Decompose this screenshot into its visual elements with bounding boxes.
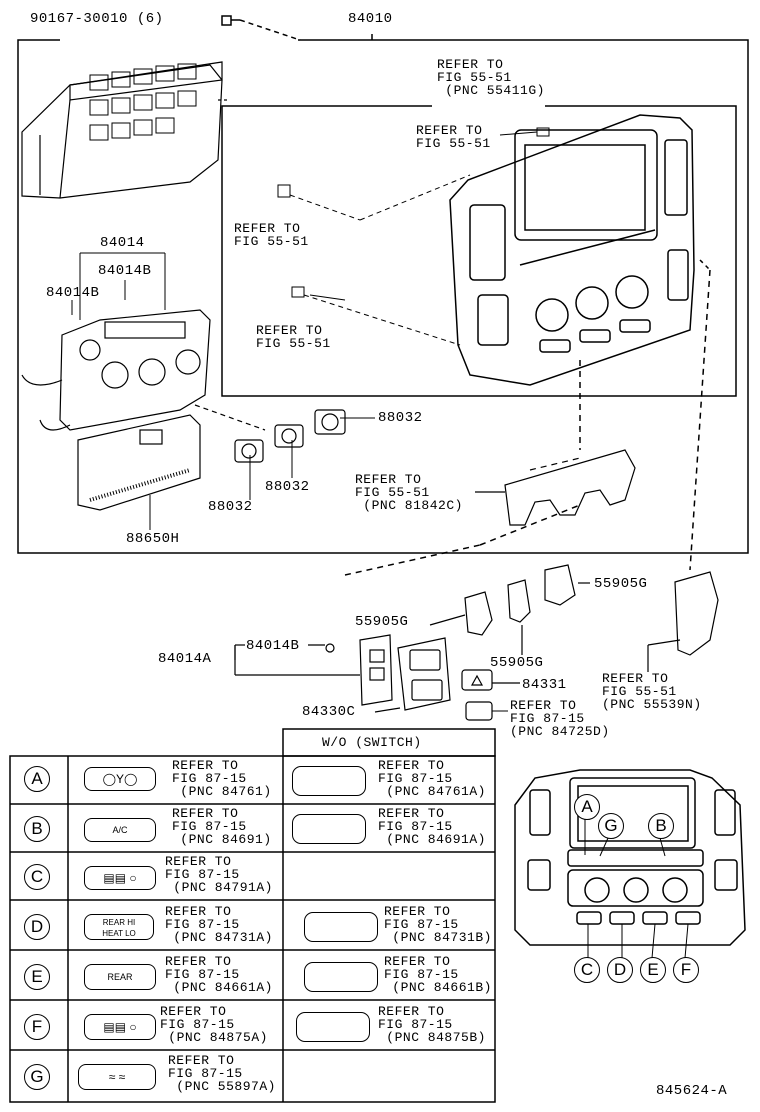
knob-55905g (429, 564, 590, 655)
key-panel (514, 769, 746, 959)
row-letter: F (24, 1014, 50, 1040)
label-84010: 84010 (348, 11, 393, 27)
blank-switch (292, 814, 366, 844)
panel-frame (221, 105, 737, 397)
refer-note: REFER TO FIG 55-51 (PNC 81842C) (355, 472, 463, 513)
refer-note: REFER TO FIG 87-15 (PNC 84691A) (378, 806, 486, 847)
bezel-panel (449, 114, 695, 386)
switch-assy-84330c (234, 634, 451, 713)
key-letter: D (607, 957, 633, 983)
ac-switch-icon: A/C (84, 818, 156, 842)
blank-switch (292, 766, 366, 796)
table-header: W/O (SWITCH) (322, 735, 422, 750)
label-55905g: 55905G (594, 576, 648, 592)
label-84014: 84014 (100, 235, 145, 251)
refer-note: REFER TO FIG 87-15 (PNC 84875A) (160, 1004, 268, 1045)
refer-note: REFER TO FIG 55-51 (PNC 55411G) (437, 57, 545, 98)
rear-switch-icon: REAR (84, 964, 156, 990)
knob-bezel (475, 449, 636, 526)
label-88032: 88032 (265, 479, 310, 495)
refer-note: REFER TO FIG 87-15 (PNC 84875B) (378, 1004, 486, 1045)
row-letter: C (24, 864, 50, 890)
switch-icon: ◯Υ◯ (84, 767, 156, 791)
key-letter: G (598, 813, 624, 839)
refer-note: REFER TO FIG 87-15 (PNC 84661A) (165, 954, 273, 995)
key-letter: C (574, 957, 600, 983)
front-defog-switch-icon: ▤▤ ○ (84, 1014, 156, 1040)
switch-84331 (461, 669, 520, 691)
blank-switch (304, 962, 378, 992)
screw-icon (221, 15, 301, 41)
label-55905g: 55905G (355, 614, 409, 630)
seat-heater-switch-icon: ≈ ≈ (78, 1064, 156, 1090)
label-84330c: 84330C (302, 704, 356, 720)
blank-switch (304, 912, 378, 942)
label-84014b: 84014B (98, 263, 152, 279)
label-84014a: 84014A (158, 651, 212, 667)
assembly-frame (17, 39, 749, 554)
refer-note: REFER TO FIG 55-51 (416, 123, 491, 151)
label-84014b: 84014B (46, 285, 100, 301)
switch-88032 (234, 409, 346, 463)
refer-note: REFER TO FIG 87-15 (PNC 84731A) (165, 904, 273, 945)
label-84014b: 84014B (246, 638, 300, 654)
refer-note: REFER TO FIG 55-51 (PNC 55539N) (602, 671, 702, 712)
refer-note: REFER TO FIG 55-51 (234, 221, 309, 249)
label-screw: 90167-30010 (6) (30, 11, 164, 27)
label-leaders (71, 252, 375, 530)
refer-note: REFER TO FIG 87-15 (PNC 84731B) (384, 904, 492, 945)
label-88032: 88032 (378, 410, 423, 426)
clips (277, 127, 550, 346)
refer-note: REFER TO FIG 87-15 (PNC 55897A) (168, 1053, 276, 1094)
blank-84725d (465, 701, 493, 721)
key-letter: B (648, 813, 674, 839)
refer-note: REFER TO FIG 87-15 (PNC 84691) (172, 806, 272, 847)
display-unit (77, 414, 201, 511)
refer-note: REFER TO FIG 87-15 (PNC 84725D) (510, 698, 610, 739)
refer-note: REFER TO FIG 87-15 (PNC 84761) (172, 758, 272, 799)
key-letter: E (640, 957, 666, 983)
figure-code: 845624-A (656, 1083, 728, 1099)
label-88032: 88032 (208, 499, 253, 515)
key-letter: F (673, 957, 699, 983)
control-board (21, 309, 266, 431)
refer-note: REFER TO FIG 55-51 (256, 323, 331, 351)
switch-table (9, 728, 496, 1103)
side-cover (647, 571, 719, 672)
row-letter: B (24, 816, 50, 842)
refer-note: REFER TO FIG 87-15 (PNC 84761A) (378, 758, 486, 799)
rear-defog-switch-icon: ▤▤ ○ (84, 866, 156, 890)
label-88650h: 88650H (126, 531, 180, 547)
row-letter: G (24, 1064, 50, 1090)
key-letter: A (574, 794, 600, 820)
label-55905g: 55905G (490, 655, 544, 671)
rear-heater-switch-icon: REAR HI HEAT LO (84, 914, 154, 940)
control-housing (21, 61, 230, 199)
row-letter: A (24, 766, 50, 792)
refer-note: REFER TO FIG 87-15 (PNC 84661B) (384, 954, 492, 995)
row-letter: D (24, 914, 50, 940)
refer-note: REFER TO FIG 87-15 (PNC 84791A) (165, 854, 273, 895)
row-letter: E (24, 964, 50, 990)
blank-switch (296, 1012, 370, 1042)
label-84331: 84331 (522, 677, 567, 693)
